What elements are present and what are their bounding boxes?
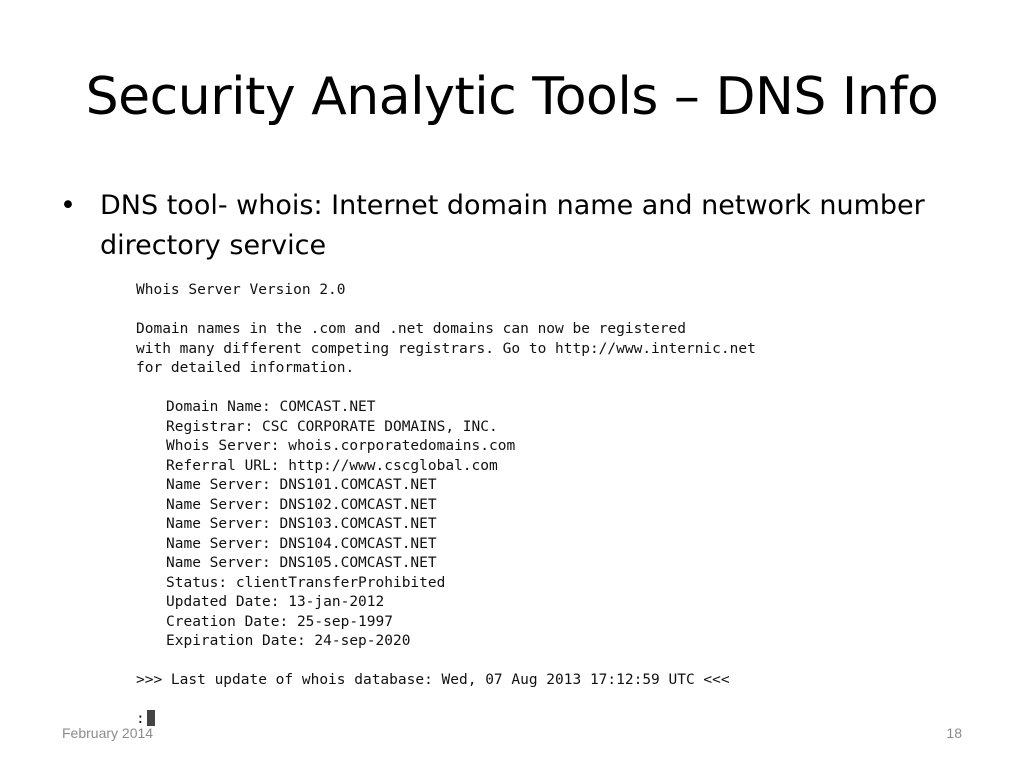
record-registrar: Registrar: CSC CORPORATE DOMAINS, INC. bbox=[166, 418, 498, 435]
bullet-text: DNS tool- whois: Internet domain name an… bbox=[100, 190, 925, 261]
record-domain-name: Domain Name: COMCAST.NET bbox=[166, 399, 376, 415]
record-name-server: Name Server: DNS104.COMCAST.NET bbox=[166, 535, 437, 552]
footer-date: February 2014 bbox=[62, 725, 154, 741]
record-name-server: Name Server: DNS101.COMCAST.NET bbox=[166, 477, 437, 493]
whois-terminal-output: Whois Server Version 2.0 Domain names in… bbox=[136, 281, 856, 730]
terminal-notice-line: Domain names in the .com and .net domain… bbox=[136, 321, 686, 337]
record-referral-url: Referral URL: http://www.cscglobal.com bbox=[166, 457, 498, 474]
terminal-prompt-line: : bbox=[136, 710, 856, 730]
footer-page-number: 18 bbox=[946, 725, 962, 741]
terminal-notice-line: for detailed information. bbox=[136, 360, 355, 376]
slide-title: Security Analytic Tools – DNS Info bbox=[85, 67, 939, 127]
record-whois-server: Whois Server: whois.corporatedomains.com bbox=[166, 438, 516, 454]
record-name-server: Name Server: DNS105.COMCAST.NET bbox=[166, 555, 437, 571]
terminal-blank-line bbox=[136, 301, 856, 321]
terminal-blank-line bbox=[136, 691, 856, 711]
terminal-last-update: >>> Last update of whois database: Wed, … bbox=[136, 672, 730, 688]
terminal-blank-line bbox=[136, 652, 856, 672]
terminal-blank-line bbox=[136, 379, 856, 399]
record-updated-date: Updated Date: 13-jan-2012 bbox=[166, 594, 385, 610]
record-status: Status: clientTransferProhibited bbox=[166, 574, 446, 591]
record-name-server: Name Server: DNS102.COMCAST.NET bbox=[166, 496, 437, 513]
bullet-marker: • bbox=[60, 190, 76, 221]
record-expiration-date: Expiration Date: 24-sep-2020 bbox=[166, 633, 411, 649]
terminal-header: Whois Server Version 2.0 bbox=[136, 282, 346, 298]
record-creation-date: Creation Date: 25-sep-1997 bbox=[166, 613, 393, 630]
terminal-notice-line: with many different competing registrars… bbox=[136, 340, 756, 357]
terminal-prompt: : bbox=[136, 711, 145, 727]
record-name-server: Name Server: DNS103.COMCAST.NET bbox=[166, 516, 437, 532]
terminal-cursor bbox=[146, 710, 155, 726]
